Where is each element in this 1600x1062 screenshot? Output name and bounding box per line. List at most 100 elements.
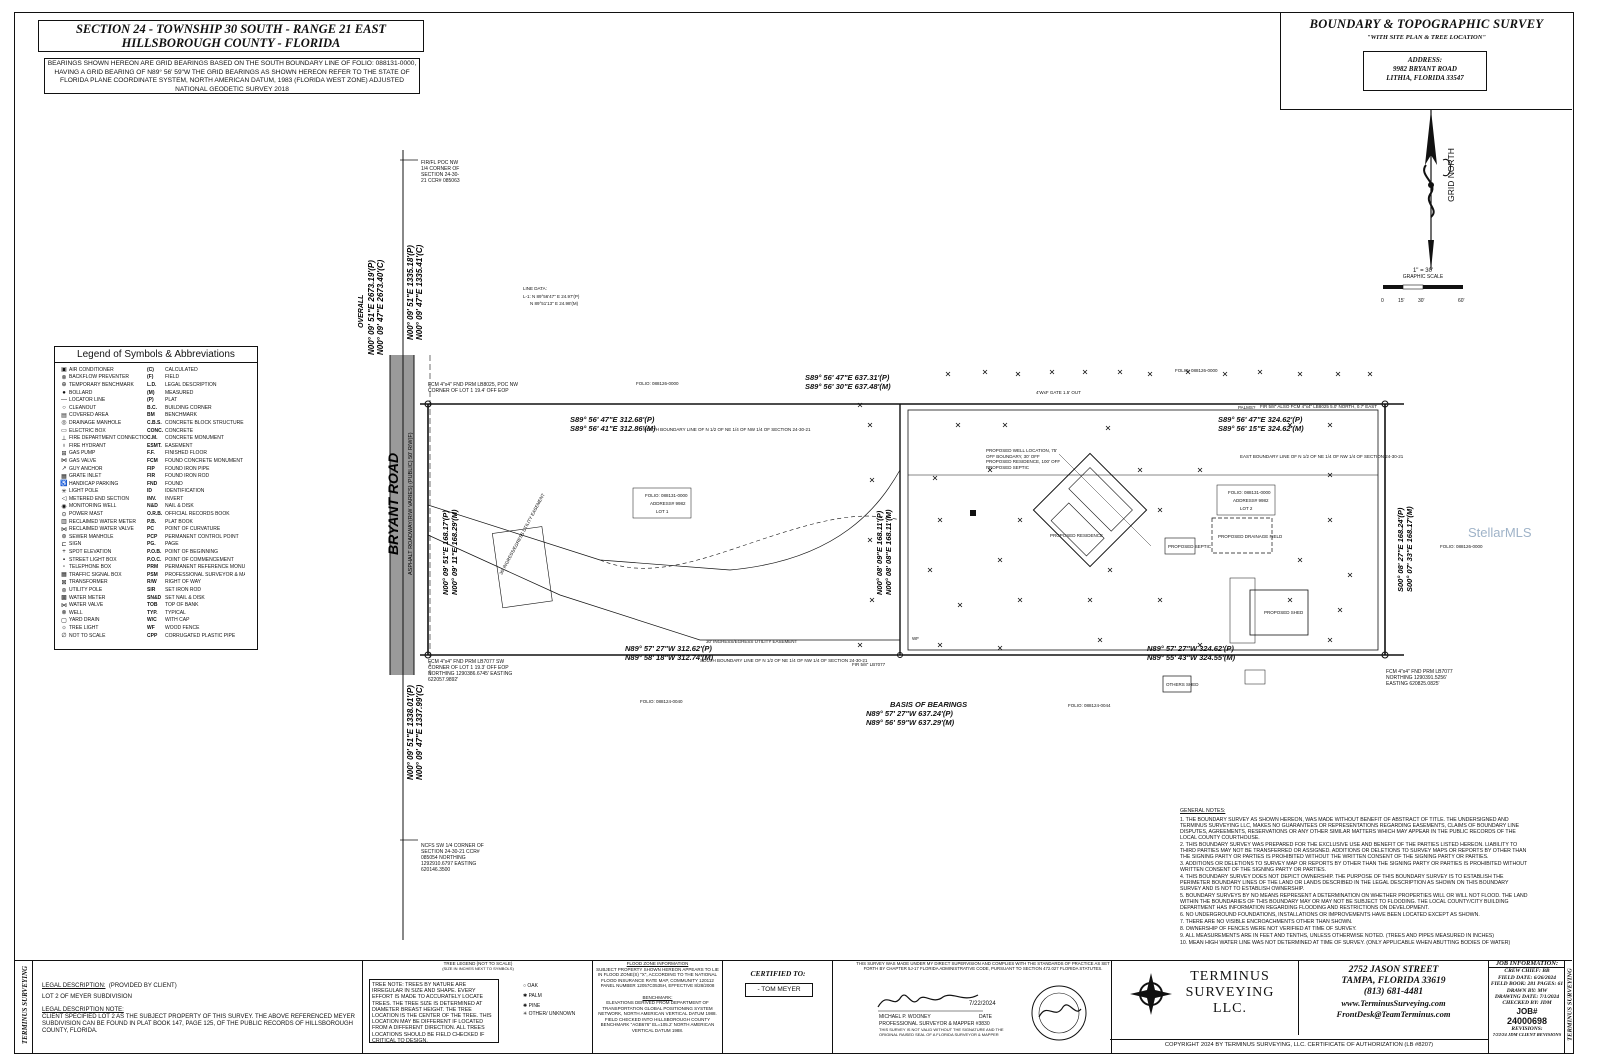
grid-north-label: GRID NORTH — [1446, 148, 1456, 202]
legend-abbr: L.D. — [147, 381, 157, 388]
general-notes-title: GENERAL NOTES: — [1180, 808, 1226, 814]
proposed-residence — [1032, 452, 1148, 568]
legend-abbr: W/C — [147, 617, 157, 624]
legend-symbol-icon: ♁ — [61, 442, 67, 449]
legend-abbr-meaning: FOUND IRON PIPE — [165, 465, 210, 472]
legend-symbol-name: WELL — [69, 609, 83, 616]
spot-elevation-mark — [1015, 371, 1021, 377]
job-label: JOB# — [1516, 1006, 1538, 1016]
legend-abbr: FND — [147, 480, 158, 487]
legend-symbol-icon: ▤ — [61, 412, 67, 419]
general-note-item: 1. THE BOUNDARY SURVEY AS SHOWN HEREON, … — [1180, 817, 1520, 841]
section-title-line2: HILLSBOROUGH COUNTY - FLORIDA — [121, 36, 341, 50]
spot-elevation-mark — [1017, 517, 1023, 523]
legend-symbol-name: TREE LIGHT — [69, 624, 99, 631]
folio-north-1: FOLIO: 088126-0000 — [636, 381, 679, 386]
tree-legend-title: TREE LEGEND (NOT TO SCALE) — [443, 961, 513, 966]
general-note-item: 6. NO UNDERGROUND FOUNDATIONS, INSTALLAT… — [1180, 912, 1480, 918]
legend-abbr: WF — [147, 624, 155, 631]
survey-drawing: BRYANT ROAD ASPHALT ROADWAY(R/W VARIES) … — [358, 150, 1532, 940]
address-line2: LITHIA, FLORIDA 33547 — [1386, 74, 1464, 82]
lot2-folio: FOLIO: 088131-0000 — [1228, 490, 1271, 495]
company-street: 2752 JASON STREET — [1348, 965, 1439, 975]
general-notes-list: 1. THE BOUNDARY SURVEY AS SHOWN HEREON, … — [1180, 817, 1528, 946]
spot-elevation-mark — [1197, 642, 1203, 648]
legend-abbr: C.B.S. — [147, 419, 162, 426]
legend-abbr-meaning: MEASURED — [165, 389, 194, 396]
legend-abbr: (P) — [147, 397, 154, 404]
folio-north-2: FOLIO: 088126-0000 — [1175, 368, 1218, 373]
legend-abbr: BM — [147, 412, 155, 419]
lot1-name: LOT 1 — [656, 509, 669, 514]
legend-abbr: P.O.B. — [147, 549, 162, 556]
legend-symbol-icon: ⊞ — [61, 450, 67, 457]
legend-symbol-icon: ⊗ — [61, 610, 67, 617]
wf-note: WF — [912, 636, 919, 641]
company-email[interactable]: FrontDesk@TeamTerminus.com — [1336, 1009, 1451, 1019]
east-boundary-note: EAST BOUNDARY LINE OF N 1/2 OF NE 1/4 OF… — [1240, 454, 1404, 459]
scale-tick-1: 15' — [1398, 298, 1405, 304]
spot-elevation-mark — [982, 369, 988, 375]
address-box: ADDRESS: 9982 BRYANT ROAD LITHIA, FLORID… — [1363, 51, 1487, 91]
legend-row: ⊗BACKFLOW PREVENTER(F)FIELD — [59, 374, 255, 382]
legend-symbol-name: BOLLARD — [69, 389, 93, 396]
terminus-logo-icon — [1130, 973, 1172, 1015]
company-city: TAMPA, FLORIDA 33619 — [1341, 976, 1446, 986]
signer-name: MICHAEL P. WOONEY — [879, 1014, 931, 1020]
legend-abbr: R/W — [147, 579, 157, 586]
basis-title: BASIS OF BEARINGS — [890, 700, 967, 709]
overall-north-c: N00° 09' 47"E 2673.40'(C) — [376, 259, 385, 355]
legend-symbol-icon: ▩ — [61, 595, 67, 602]
legend-abbr-meaning: NAIL & DISK — [165, 503, 194, 510]
proposed-septic-label: PROPOSED SEPTIC — [1168, 544, 1212, 549]
legend-title: Legend of Symbols & Abbreviations — [55, 347, 257, 363]
graphic-scale: 1" = 30' GRAPHIC SCALE 0 15' 30' 60' — [1378, 268, 1468, 306]
oak-icon: ○ — [523, 983, 527, 989]
north-lot2-p: S89° 56' 47"E 324.62'(P) — [1218, 415, 1303, 424]
spot-elevation-mark — [1049, 369, 1055, 375]
legend-symbol-icon: ⋈ — [61, 602, 67, 609]
scale-bar — [1383, 284, 1463, 290]
section-title-line1: SECTION 24 - TOWNSHIP 30 SOUTH - RANGE 2… — [75, 22, 387, 36]
proposed-shed-label: PROPOSED SHED — [1264, 610, 1304, 615]
spot-elevation-mark — [1082, 369, 1088, 375]
spot-elevation-mark — [937, 517, 943, 523]
tree-palm: PALM — [528, 993, 542, 999]
proposed-drainfield — [1211, 517, 1273, 554]
spot-elevation-mark — [957, 602, 963, 608]
legend-abbr: (C) — [147, 366, 154, 373]
certified-to: - TOM MEYER — [745, 983, 813, 997]
spot-elevation-mark — [869, 477, 875, 483]
drawn-by: DRAWN BY: MW — [1506, 987, 1548, 994]
legend-symbol-icon: ⋈ — [61, 458, 67, 465]
legend-symbol-icon: ♿ — [60, 481, 68, 488]
legend-symbol-icon: ⊚ — [61, 587, 67, 594]
legend-symbol-icon: ⊛ — [61, 534, 67, 541]
spot-elevation-mark — [867, 537, 873, 543]
lot1-folio: FOLIO: 088131-0000 — [645, 493, 688, 498]
legend-abbr-meaning: IDENTIFICATION — [165, 488, 205, 495]
signature-icon — [877, 994, 983, 1012]
legend-row: ▣AIR CONDITIONER(C)CALCULATED — [59, 366, 255, 374]
legend-symbol-name: GAS VALVE — [69, 457, 97, 464]
legend-symbol-name: GAS PUMP — [69, 450, 96, 457]
company-web[interactable]: www.TerminusSurveying.com — [1341, 998, 1446, 1008]
legend-symbol-icon: ↗ — [61, 466, 67, 473]
legend-symbol-icon: ▦ — [61, 572, 67, 579]
overall-label: OVERALL — [358, 295, 365, 328]
address-label: ADDRESS: — [1407, 56, 1443, 64]
lot2-name: LOT 2 — [1240, 506, 1253, 511]
legend-symbol-icon: ▪ — [62, 556, 66, 563]
spot-elevation-mark — [1197, 467, 1203, 473]
side-label-right: TERMINUS SURVEYING — [1566, 968, 1574, 1041]
spot-elevation-mark — [1347, 572, 1353, 578]
checked-by: CHECKED BY: JDM — [1502, 1000, 1552, 1007]
spot-elevation-mark — [945, 371, 951, 377]
legend-box: Legend of Symbols & Abbreviations ▣AIR C… — [54, 346, 258, 650]
legend-symbol-icon: ◎ — [61, 420, 67, 427]
